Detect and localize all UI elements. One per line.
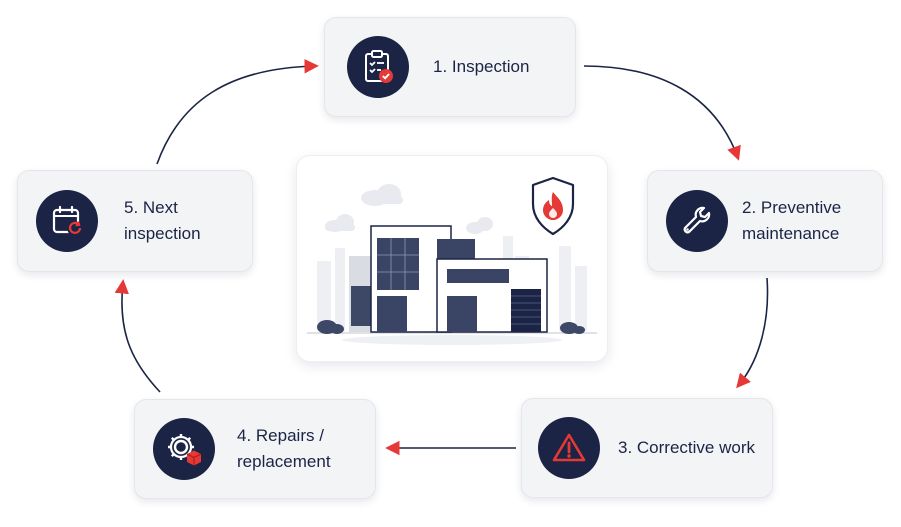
step-label-corrective-work: 3. Corrective work <box>618 435 755 461</box>
step-card-next-inspection: 5. Next inspection <box>17 170 253 272</box>
arrow-preventive-to-corrective <box>736 277 769 389</box>
step-label-line: 1. Inspection <box>433 57 530 76</box>
step-label-next-inspection: 5. Next inspection <box>124 195 201 247</box>
fire-shield-icon <box>531 176 575 236</box>
warning-triangle-icon <box>538 417 600 479</box>
arrow-next-to-inspection <box>156 59 319 165</box>
gear-box-icon <box>153 418 215 480</box>
step-label-inspection: 1. Inspection <box>433 54 529 80</box>
step-label-line: inspection <box>124 224 201 243</box>
step-card-repairs-replacement: 4. Repairs / replacement <box>134 399 376 499</box>
step-label-preventive-maintenance: 2. Preventive maintenance <box>742 195 841 247</box>
calendar-refresh-icon <box>36 190 98 252</box>
arrow-inspection-to-preventive <box>583 65 741 161</box>
step-label-line: 4. Repairs / <box>237 426 324 445</box>
wrench-icon <box>666 190 728 252</box>
clipboard-check-icon <box>347 36 409 98</box>
step-card-corrective-work: 3. Corrective work <box>521 398 773 498</box>
step-label-line: 5. Next <box>124 198 178 217</box>
step-card-preventive-maintenance: 2. Preventive maintenance <box>647 170 883 272</box>
step-label-line: 3. Corrective work <box>618 438 755 457</box>
step-label-line: maintenance <box>742 224 840 243</box>
center-illustration-panel <box>296 155 608 362</box>
step-label-repairs-replacement: 4. Repairs / replacement <box>237 423 331 475</box>
step-card-inspection: 1. Inspection <box>324 17 576 117</box>
building-icon <box>307 184 597 345</box>
step-label-line: replacement <box>237 452 331 471</box>
step-label-line: 2. Preventive <box>742 198 842 217</box>
arrow-repairs-to-next <box>114 279 161 393</box>
